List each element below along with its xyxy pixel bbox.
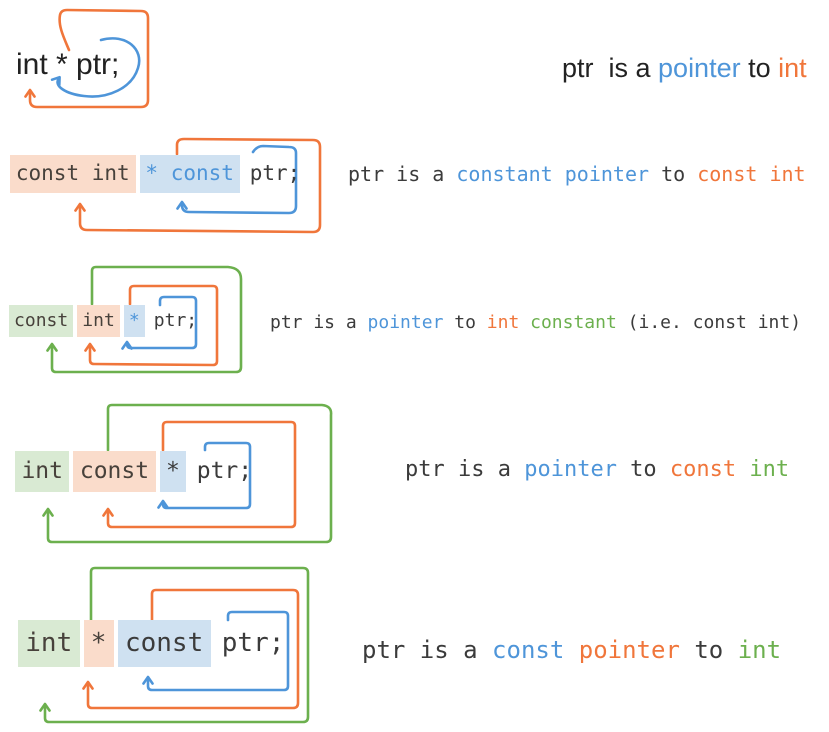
explanation-part: const [669,457,737,482]
explanation-text: ptr is a constant pointer to const int [348,162,806,186]
explanation-part: ptr is a [270,312,368,333]
explanation-part: constant [519,312,617,333]
explanation-text: ptr is a pointer to int [562,52,807,84]
explanation-part: ptr is a [405,457,525,482]
code-token: const [73,451,156,493]
code-token: const [117,620,211,667]
explanation-part: to [679,636,738,664]
code-declaration: int * ptr; [16,50,119,80]
explanation-part: int [737,636,782,664]
explanation-text: ptr is a pointer to const int [405,457,789,483]
code-token: ptr; [221,628,285,659]
code-declaration: int*const ptr; [18,620,292,667]
explanation-part: pointer [524,457,617,482]
code-token: int [77,305,120,338]
explanation-part: ptr is a [348,162,457,186]
explanation-part: to [616,457,670,482]
explanation-part: const [492,636,565,664]
explanation-part: int [778,53,807,83]
code-token: int [15,451,70,493]
code-token: * [83,620,114,667]
code-token: ptr; [196,458,253,485]
code-declaration: const int* const ptr; [10,155,306,193]
code-token: ptr; [153,310,198,332]
explanation-part: constant pointer [456,162,650,186]
explanation-part: to [443,312,487,333]
code-token: ptr; [249,161,301,186]
code-token: * [123,305,145,338]
code-token: const [9,305,74,338]
explanation-part: ptr is a [562,53,659,83]
code-token: int [18,620,80,667]
explanation-part: pointer [658,53,741,83]
explanation-part: pointer [564,636,680,664]
explanation-part: to [649,162,698,186]
explanation-text: ptr is a const pointer to int [362,636,781,665]
explanation-part: const int [697,162,806,186]
code-token: const int [10,155,136,193]
explanation-part: pointer [367,312,444,333]
explanation-text: ptr is a pointer to int constant (i.e. c… [270,312,801,334]
code-token: * const [139,155,240,193]
explanation-part: to [740,53,779,83]
code-token: * [159,451,187,493]
explanation-part: int [486,312,520,333]
code-token: int * ptr; [16,48,120,81]
explanation-part: ptr is a [362,636,493,664]
explanation-part: int [736,457,790,482]
explanation-part: (i.e. const int) [616,312,802,333]
